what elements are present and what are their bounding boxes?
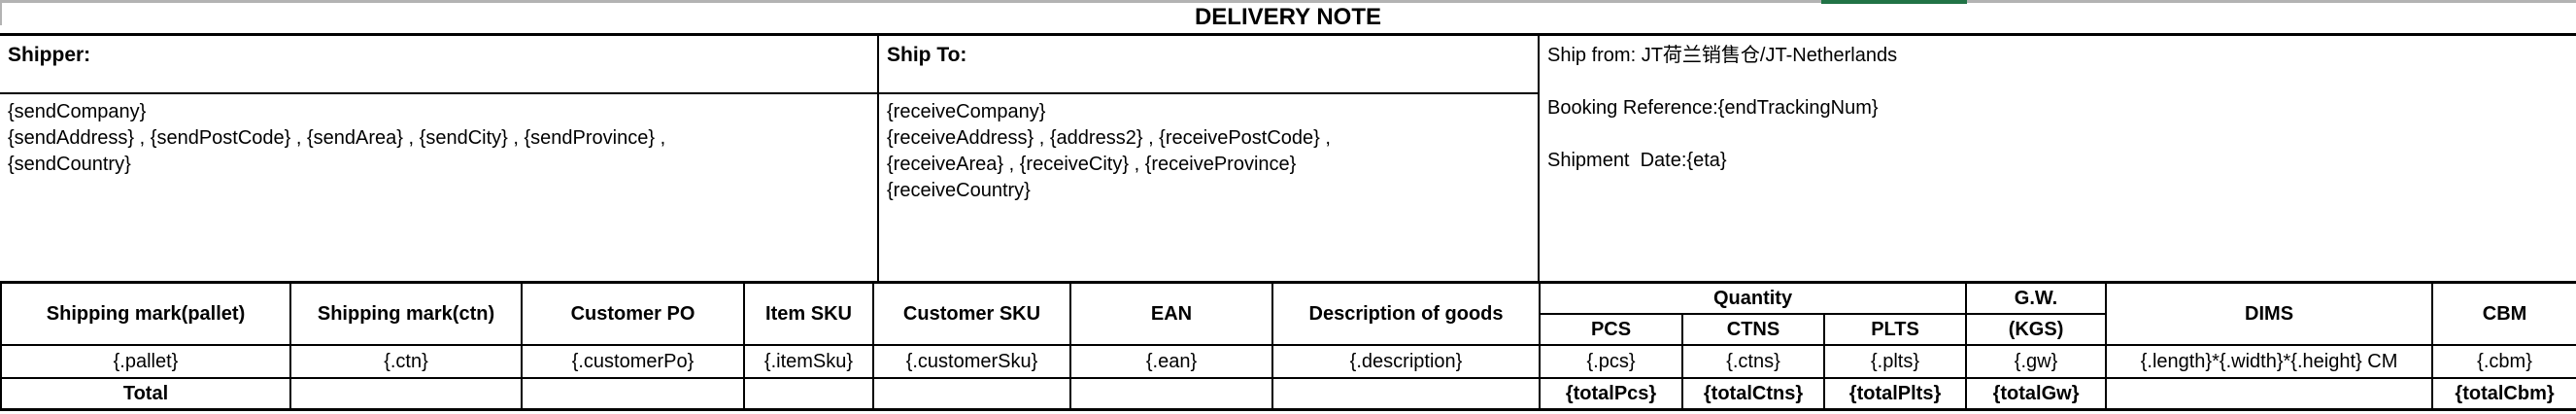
page-title: DELIVERY NOTE — [1194, 4, 1382, 30]
ship-to-label: Ship To: — [879, 36, 1538, 94]
total-empty — [521, 377, 745, 411]
shipment-date-line: Shipment Date:{eta} — [1547, 150, 1727, 171]
cell-pcs: {.pcs} — [1539, 344, 1683, 379]
cell-plts: {.plts} — [1822, 344, 1968, 379]
window-top-bar — [0, 0, 2576, 3]
header-customer-po: Customer PO — [521, 281, 745, 346]
cell-description: {.description} — [1271, 344, 1541, 379]
header-quantity-group: Quantity — [1538, 281, 1968, 315]
header-cbm: CBM — [2431, 281, 2576, 346]
cell-ctn: {.ctn} — [289, 344, 523, 379]
address-section: Shipper: {sendCompany} {sendAddress} , {… — [0, 33, 2576, 284]
total-gw: {totalGw} — [1965, 377, 2108, 411]
ship-to-panel: Ship To: {receiveCompany} {receiveAddres… — [879, 36, 1540, 284]
delivery-table: Shipping mark(pallet) Shipping mark(ctn)… — [0, 281, 2576, 411]
ship-from-panel: Ship from: JT荷兰销售仓/JT-Netherlands Bookin… — [1540, 36, 2576, 284]
cell-ctns: {.ctns} — [1681, 344, 1825, 379]
shipper-label: Shipper: — [0, 36, 877, 94]
header-dims: DIMS — [2105, 281, 2434, 346]
cell-customer-sku: {.customerSku} — [872, 344, 1071, 379]
header-gw: G.W. — [1965, 281, 2108, 315]
shipper-address-line: {sendCompany} — [8, 101, 147, 122]
total-empty — [289, 377, 523, 411]
cell-customer-po: {.customerPo} — [521, 344, 745, 379]
shipper-address-line: {sendCountry} — [8, 154, 131, 175]
header-customer-sku: Customer SKU — [872, 281, 1071, 346]
total-ctns: {totalCtns} — [1681, 377, 1825, 411]
header-pcs: PCS — [1539, 313, 1683, 346]
total-pcs: {totalPcs} — [1539, 377, 1683, 411]
total-cbm: {totalCbm} — [2431, 377, 2576, 411]
header-description: Description of goods — [1271, 281, 1541, 346]
header-item-sku: Item SKU — [743, 281, 874, 346]
cell-item-sku: {.itemSku} — [743, 344, 874, 379]
total-row: Total {totalPcs} {totalCtns} {totalPlts}… — [0, 377, 2576, 411]
header-ean: EAN — [1069, 281, 1273, 346]
top-bar-green-segment — [1821, 0, 1967, 4]
total-empty — [872, 377, 1071, 411]
ship-to-address-line: {receiveCountry} — [887, 180, 1031, 201]
shipper-panel: Shipper: {sendCompany} {sendAddress} , {… — [0, 36, 879, 284]
total-plts: {totalPlts} — [1822, 377, 1968, 411]
total-empty — [1271, 377, 1541, 411]
ship-to-address-line: {receiveAddress} , {address2} , {receive… — [887, 127, 1331, 149]
shipper-address: {sendCompany} {sendAddress} , {sendPostC… — [0, 94, 877, 183]
cell-gw: {.gw} — [1965, 344, 2108, 379]
ship-to-address-line: {receiveCompany} — [887, 101, 1046, 122]
ship-from-line: Ship from: JT荷兰销售仓/JT-Netherlands — [1547, 45, 1898, 66]
cell-dims: {.length}*{.width}*{.height} CM — [2105, 344, 2434, 379]
cell-pallet: {.pallet} — [0, 344, 291, 379]
header-shipping-mark-ctn: Shipping mark(ctn) — [289, 281, 523, 346]
shipper-address-line: {sendAddress} , {sendPostCode} , {sendAr… — [8, 127, 666, 149]
total-empty — [1069, 377, 1273, 411]
header-ctns: CTNS — [1681, 313, 1825, 346]
cell-cbm: {.cbm} — [2431, 344, 2576, 379]
total-dims-empty — [2105, 377, 2434, 411]
left-edge-tick — [0, 0, 2, 25]
cell-ean: {.ean} — [1069, 344, 1273, 379]
header-plts: PLTS — [1822, 313, 1968, 346]
ship-to-address: {receiveCompany} {receiveAddress} , {add… — [879, 94, 1538, 209]
booking-reference-line: Booking Reference:{endTrackingNum} — [1547, 97, 1879, 119]
ship-to-address-line: {receiveArea} , {receiveCity} , {receive… — [887, 154, 1297, 175]
header-kgs: (KGS) — [1965, 313, 2108, 346]
total-empty — [743, 377, 874, 411]
header-shipping-mark-pallet: Shipping mark(pallet) — [0, 281, 291, 346]
table-row: {.pallet} {.ctn} {.customerPo} {.itemSku… — [0, 344, 2576, 379]
total-label: Total — [0, 377, 291, 411]
